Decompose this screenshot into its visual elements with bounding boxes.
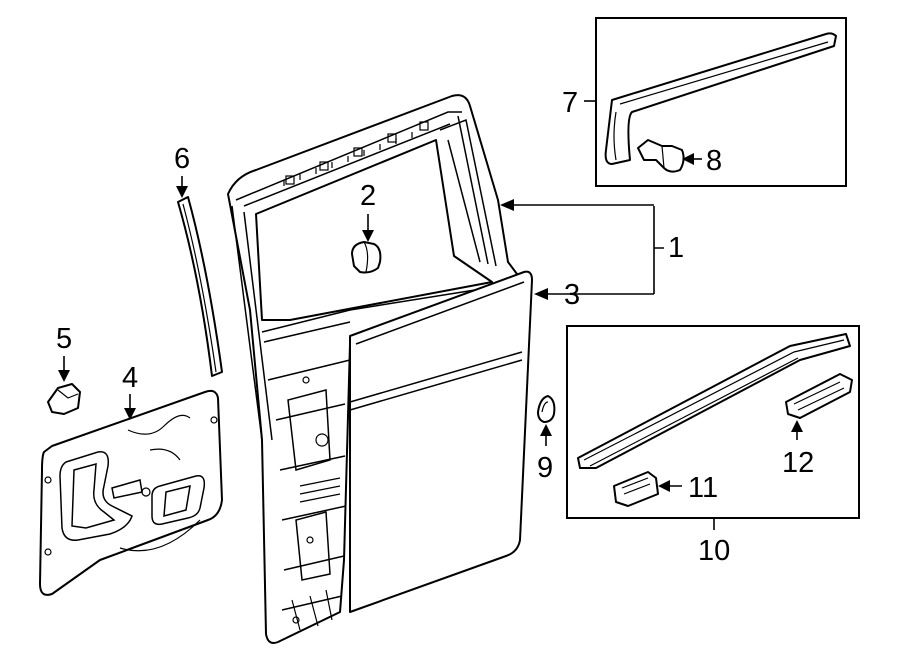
part-4-trim-panel[interactable] xyxy=(39,389,223,596)
detail-box-10-11-12 xyxy=(566,325,860,519)
part-12-clip[interactable] xyxy=(785,373,853,419)
part-1-door-shell[interactable] xyxy=(227,94,527,644)
callout-1: 1 xyxy=(668,232,684,264)
part-9-plug[interactable] xyxy=(537,395,556,423)
part-11-clip[interactable] xyxy=(613,471,659,507)
part-10-belt-molding[interactable] xyxy=(577,333,851,469)
detail-box-7-8 xyxy=(595,17,847,187)
part-2-stopper[interactable] xyxy=(351,241,382,274)
callout-12: 12 xyxy=(782,447,814,479)
callout-6: 6 xyxy=(174,143,190,175)
callout-10: 10 xyxy=(698,535,730,567)
callout-5: 5 xyxy=(56,323,72,355)
part-7-garnish-molding[interactable] xyxy=(604,32,837,165)
callout-7: 7 xyxy=(562,87,578,119)
leader-lines xyxy=(58,100,803,530)
part-3-outer-panel[interactable] xyxy=(349,270,533,613)
callout-4: 4 xyxy=(122,362,138,394)
callout-3: 3 xyxy=(564,279,580,311)
part-8-clip[interactable] xyxy=(637,139,685,173)
callout-8: 8 xyxy=(706,145,722,177)
callout-labels: 1 2 3 4 5 6 7 8 9 10 11 12 xyxy=(56,87,814,567)
callout-9: 9 xyxy=(537,452,553,484)
callout-2: 2 xyxy=(360,180,376,212)
part-5-clip[interactable] xyxy=(47,383,81,415)
callout-11: 11 xyxy=(688,472,718,504)
part-6-run-channel[interactable] xyxy=(177,196,223,377)
